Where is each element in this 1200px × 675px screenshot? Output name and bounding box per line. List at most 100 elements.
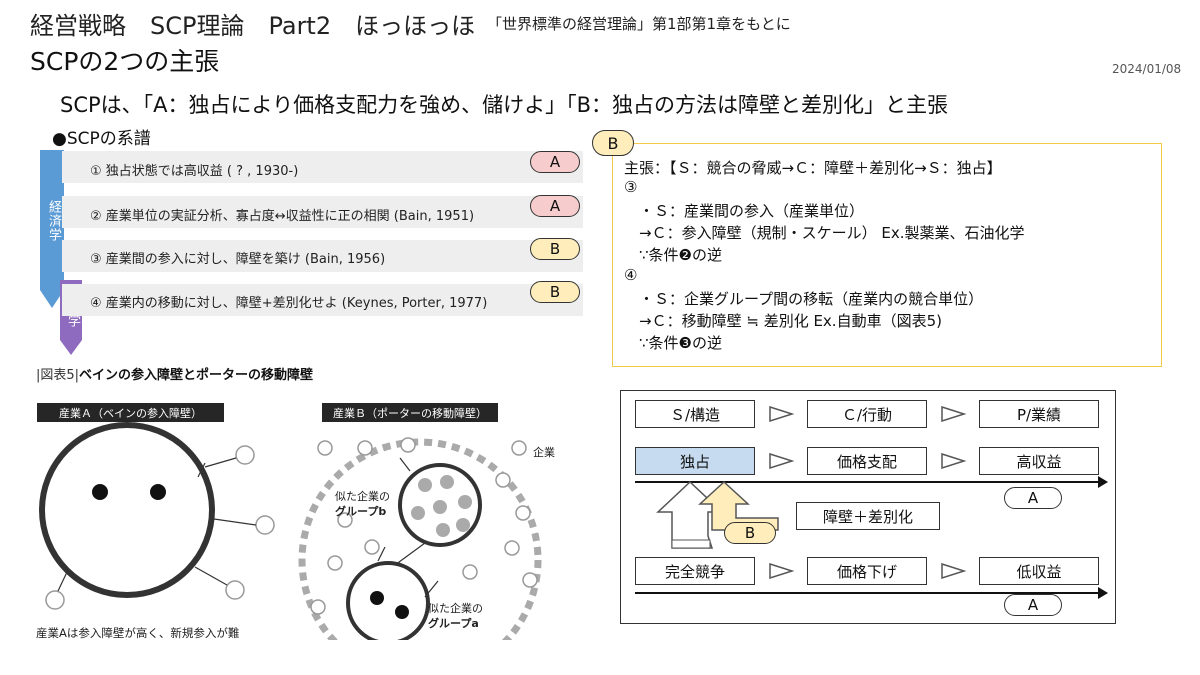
flow-tag-b: B <box>724 522 776 544</box>
group-b-label-line2: グループb <box>335 505 387 518</box>
economics-band-arrow <box>40 150 64 308</box>
flow-arrow <box>769 562 795 580</box>
flow-arrow <box>941 562 967 580</box>
flow-arrow <box>769 452 795 470</box>
figure5-title-text: ベインの参入障壁とポーターの移動障壁 <box>79 368 314 383</box>
lineage-row <box>62 196 583 228</box>
group-a-circle <box>346 561 430 640</box>
firm-legend-label: 企業 <box>533 446 555 459</box>
flow-box-high-profit: 高収益 <box>979 447 1099 475</box>
flow-box-low-profit: 低収益 <box>979 557 1099 585</box>
group-a-member <box>395 605 409 619</box>
group-a-member <box>370 591 384 605</box>
b-box-line: 主張：【Ｓ：競合の脅威→Ｃ：障壁＋差別化→Ｓ：独占】 <box>624 159 1002 177</box>
flow-box-structure: Ｓ/構造 <box>635 400 755 428</box>
lineage-row-text: ① 独占状態では高収益 ( ? , 1930-) <box>90 164 299 179</box>
group-b-member <box>411 506 425 520</box>
slide-subtitle: 「世界標準の経営理論」第1部第1章をもとに <box>487 15 791 33</box>
group-b-member <box>433 500 447 514</box>
b-box-line: →Ｃ：参入障壁（規制・スケール） Ex.製薬業、石油化学 <box>624 224 1025 242</box>
flow-box-conduct: Ｃ/行動 <box>807 400 927 428</box>
arrow-base-stripes <box>671 539 711 549</box>
entrant-circle <box>45 590 65 610</box>
entrant-circle <box>235 445 255 465</box>
mobility-arrow <box>424 580 439 598</box>
figure5-caption: 産業Aは参入障壁が高く、新規参入が難 <box>36 626 240 640</box>
flow-connectors <box>635 405 1108 599</box>
flow-tag-a: A <box>1004 594 1062 616</box>
mobility-arrow <box>399 457 411 472</box>
flow-box-price-control: 価格支配 <box>807 447 927 475</box>
group-b-member <box>440 475 454 489</box>
flow-box-performance: P/業績 <box>979 400 1099 428</box>
flow-box-price-cut: 価格下げ <box>807 557 927 585</box>
firm-circle <box>317 440 333 456</box>
firm-circle <box>400 437 416 453</box>
figure5-title: |図表5|ベインの参入障壁とポーターの移動障壁 <box>36 364 313 383</box>
tag-b: B <box>530 281 580 303</box>
flow-arrow <box>941 405 967 423</box>
group-b-member <box>436 523 450 537</box>
group-a-label-line2: グループa <box>428 617 479 630</box>
b-badge: B <box>592 130 634 156</box>
flow-box-monopoly: 独占 <box>635 447 755 475</box>
economics-band-label: 経済学 <box>46 200 61 242</box>
firm-circle <box>364 539 380 555</box>
b-box-line: ・Ｓ：産業間の参入（産業単位） <box>624 202 865 220</box>
transition-arrow-yellow <box>698 480 779 531</box>
tag-b: B <box>530 238 580 260</box>
scp-flow-diagram <box>620 390 1116 624</box>
exit-arrow <box>197 462 206 478</box>
industry-a-circle <box>39 422 215 598</box>
flow-arrow <box>941 452 967 470</box>
group-b-label-line1: 似た企業の <box>335 490 390 503</box>
blocked-entry-arrow <box>194 566 228 586</box>
flow-tag-a: A <box>1004 487 1062 509</box>
lineage-row <box>62 284 583 316</box>
industry-a-label: 産業Ａ（ベインの参入障壁） <box>37 403 224 422</box>
firm-circle <box>511 440 527 456</box>
firm-circle <box>504 540 520 556</box>
firm-circle <box>515 505 531 521</box>
firm-circle <box>357 440 373 456</box>
lineage-row <box>62 151 583 183</box>
industry-b-circle <box>298 438 542 640</box>
b-box-line: ∵条件❷の逆 <box>624 246 722 264</box>
tag-a: A <box>530 151 580 173</box>
firm-dot <box>92 484 108 500</box>
b-box-line: ∵条件❸の逆 <box>624 334 722 352</box>
mobility-arrow <box>394 542 426 566</box>
blocked-entry-arrow <box>57 569 69 592</box>
lineage-title: ●SCPの系譜 <box>52 129 151 149</box>
main-claim: SCPは、「A：独占により価格支配力を強め、儲けよ」「B：独占の方法は障壁と差別… <box>60 93 949 117</box>
page-heading: SCPの2つの主張 <box>30 47 220 76</box>
group-b-member <box>456 518 470 532</box>
firm-dot <box>150 484 166 500</box>
figure5-diagram <box>39 422 542 640</box>
b-box-line: ・Ｓ：企業グループ間の移転（産業内の競合単位） <box>624 290 984 308</box>
b-box-line: →Ｃ：移動障壁 ≒ 差別化 Ex.自動車（図表5) <box>624 312 942 330</box>
b-explanation-box <box>612 143 1162 367</box>
flow-arrow <box>769 405 795 423</box>
blocked-entry-arrow <box>213 518 257 526</box>
firm-circle <box>495 472 511 488</box>
entrant-circle <box>225 580 245 600</box>
long-flow-arrowhead <box>1098 476 1108 488</box>
firm-circle <box>327 555 343 571</box>
b-box-line: ③ <box>624 178 638 196</box>
mobility-arrow <box>377 546 386 562</box>
lineage-row <box>62 240 583 272</box>
firm-circle <box>522 572 538 588</box>
group-a-label-line1: 似た企業の <box>428 602 483 615</box>
tag-a: A <box>530 195 580 217</box>
firm-circle <box>337 512 353 528</box>
entrant-circle <box>255 515 275 535</box>
long-flow-arrowhead <box>1098 587 1108 599</box>
lineage-row-text: ④ 産業内の移動に対し、障壁+差別化せよ (Keynes, Porter, 19… <box>90 296 488 311</box>
b-box-line: ④ <box>624 266 638 284</box>
flow-box-barrier: 障壁＋差別化 <box>796 502 940 530</box>
lineage-row-text: ③ 産業間の参入に対し、障壁を築け (Bain, 1956) <box>90 252 386 267</box>
slide-title: 経営戦略 SCP理論 Part2 ほっほっほ <box>30 12 476 40</box>
lineage-row-text: ② 産業単位の実証分析、寡占度↔収益性に正の相関 (Bain, 1951) <box>90 209 475 224</box>
firm-circle <box>462 564 478 580</box>
